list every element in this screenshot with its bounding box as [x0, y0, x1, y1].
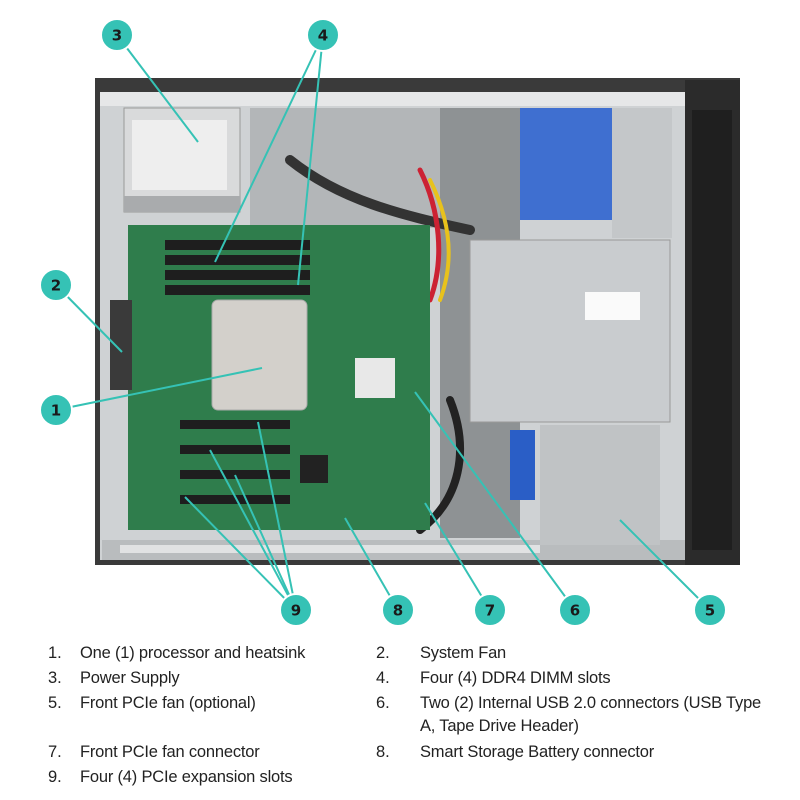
- svg-text:4: 4: [318, 27, 328, 45]
- dimm-slot: [165, 285, 310, 295]
- callout-6: 6: [558, 593, 592, 627]
- blue-bracket: [520, 108, 612, 220]
- callout-7: 7: [473, 593, 507, 627]
- motherboard: [128, 225, 430, 530]
- svg-text:3: 3: [112, 27, 122, 45]
- chipset: [355, 358, 395, 398]
- svg-text:2: 2: [51, 277, 61, 295]
- dimm-slot: [165, 255, 310, 265]
- svg-text:7: 7: [485, 602, 495, 620]
- heatsink: [211, 299, 308, 411]
- dimm-slot: [165, 240, 310, 250]
- callout-5: 5: [693, 593, 727, 627]
- dimm-slot: [165, 270, 310, 280]
- svg-text:1: 1: [51, 402, 61, 420]
- svg-text:9: 9: [291, 602, 301, 620]
- leader-lines: [55, 34, 711, 611]
- pcie-slot: [180, 470, 290, 479]
- drive-cage: [469, 108, 672, 545]
- system-fan: [110, 300, 132, 390]
- callout-4: 4: [306, 18, 340, 52]
- pcie-slot: [180, 445, 290, 454]
- pcie-slot: [180, 420, 290, 429]
- svg-text:8: 8: [393, 602, 403, 620]
- callout-2: 2: [39, 268, 73, 302]
- svg-text:5: 5: [705, 602, 715, 620]
- callout-1: 1: [39, 393, 73, 427]
- callout-3: 3: [100, 18, 134, 52]
- svg-text:6: 6: [570, 602, 580, 620]
- pcie-slot: [180, 495, 290, 504]
- callout-9: 9: [279, 593, 313, 627]
- callout-8: 8: [381, 593, 415, 627]
- power-supply: [123, 107, 241, 213]
